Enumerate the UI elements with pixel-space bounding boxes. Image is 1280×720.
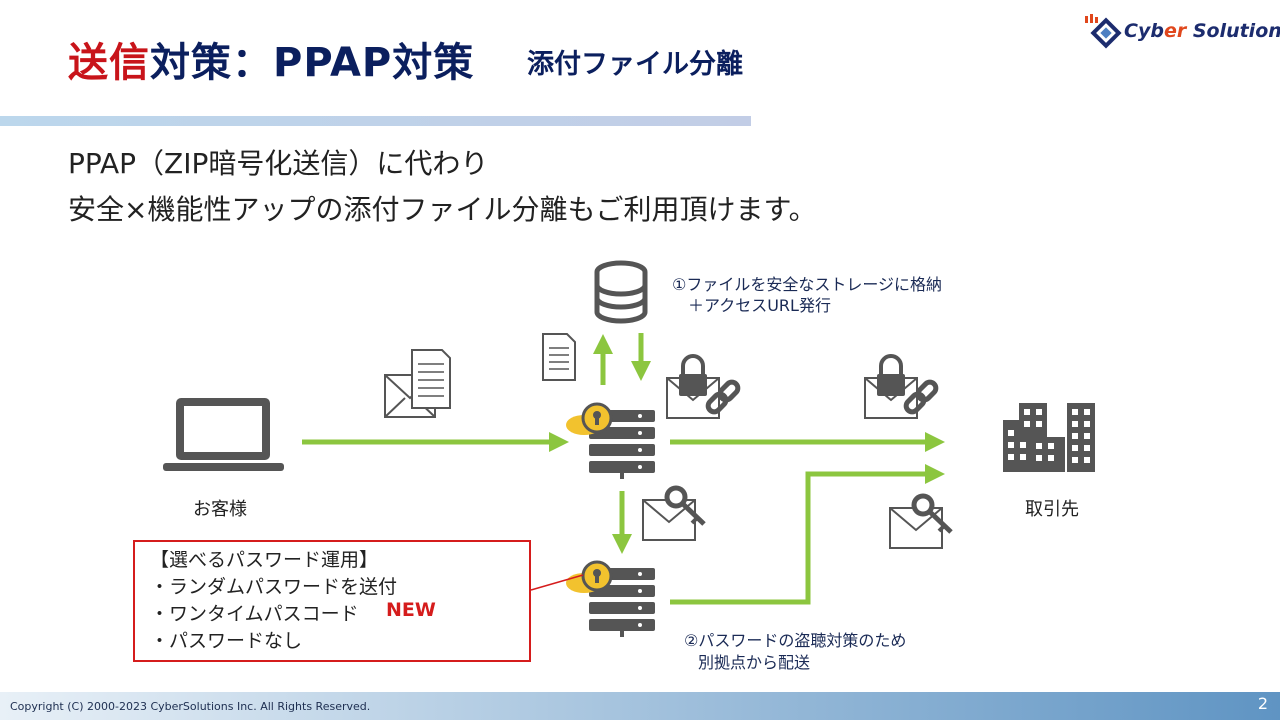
- secure-cloud-lock-icon: [566, 402, 613, 435]
- password-option-onetime: ・ワンタイムパスコード: [150, 603, 359, 625]
- document-icon: [542, 333, 576, 381]
- delivery-note-line-2: 別拠点から配送: [698, 653, 811, 672]
- locked-envelope-link-icon: [666, 354, 741, 419]
- arrow-relay-to-partner: [670, 464, 945, 605]
- database-icon: [594, 260, 648, 324]
- logo-wordmark: Cyber Solutions: [1124, 20, 1280, 42]
- logo-text-accent: er: [1163, 20, 1187, 42]
- flow-arrows: [302, 333, 945, 605]
- password-options-title: 【選べるパスワード運用】: [150, 549, 379, 571]
- page-number: 2: [1257, 694, 1268, 713]
- callout-connector: [530, 574, 584, 591]
- page-subtitle: 添付ファイル分離: [527, 49, 743, 80]
- partner-label: 取引先: [1025, 499, 1079, 520]
- envelope-key-icon: [889, 493, 953, 549]
- page-title: 送信対策：PPAP対策: [68, 30, 474, 88]
- header-accent-bar: [0, 116, 751, 126]
- footer-bar: [0, 692, 1280, 720]
- logo-text-start: Cyb: [1124, 20, 1164, 42]
- password-option-random: ・ランダムパスワードを送付: [150, 576, 398, 598]
- laptop-icon: [163, 398, 284, 471]
- copyright-text: Copyright (C) 2000-2023 CyberSolutions I…: [10, 700, 371, 713]
- delivery-note-line-1: ②パスワードの盗聴対策のため: [684, 631, 907, 650]
- locked-envelope-link-icon: [864, 354, 939, 419]
- customer-label: お客様: [193, 499, 247, 520]
- title-main-part: 対策：PPAP対策: [150, 40, 475, 86]
- lead-line-1: PPAP（ZIP暗号化送信）に代わり: [68, 147, 489, 180]
- building-icon: [1003, 403, 1095, 472]
- title-red-part: 送信: [68, 40, 150, 86]
- company-logo: [1085, 14, 1122, 49]
- password-option-none: ・パスワードなし: [150, 630, 303, 652]
- password-options-box: [133, 540, 531, 662]
- storage-note-line-1: ①ファイルを安全なストレージに格納: [672, 275, 943, 294]
- logo-text-end: Solutions: [1192, 20, 1280, 42]
- new-badge: NEW: [386, 599, 436, 621]
- storage-note-line-2: ＋アクセスURL発行: [688, 296, 831, 315]
- envelope-document-icon: [384, 349, 451, 418]
- relay-cloud-lock-icon: [566, 560, 613, 593]
- lead-line-2: 安全×機能性アップの添付ファイル分離もご利用頂けます。: [68, 193, 817, 226]
- envelope-key-icon: [642, 485, 706, 541]
